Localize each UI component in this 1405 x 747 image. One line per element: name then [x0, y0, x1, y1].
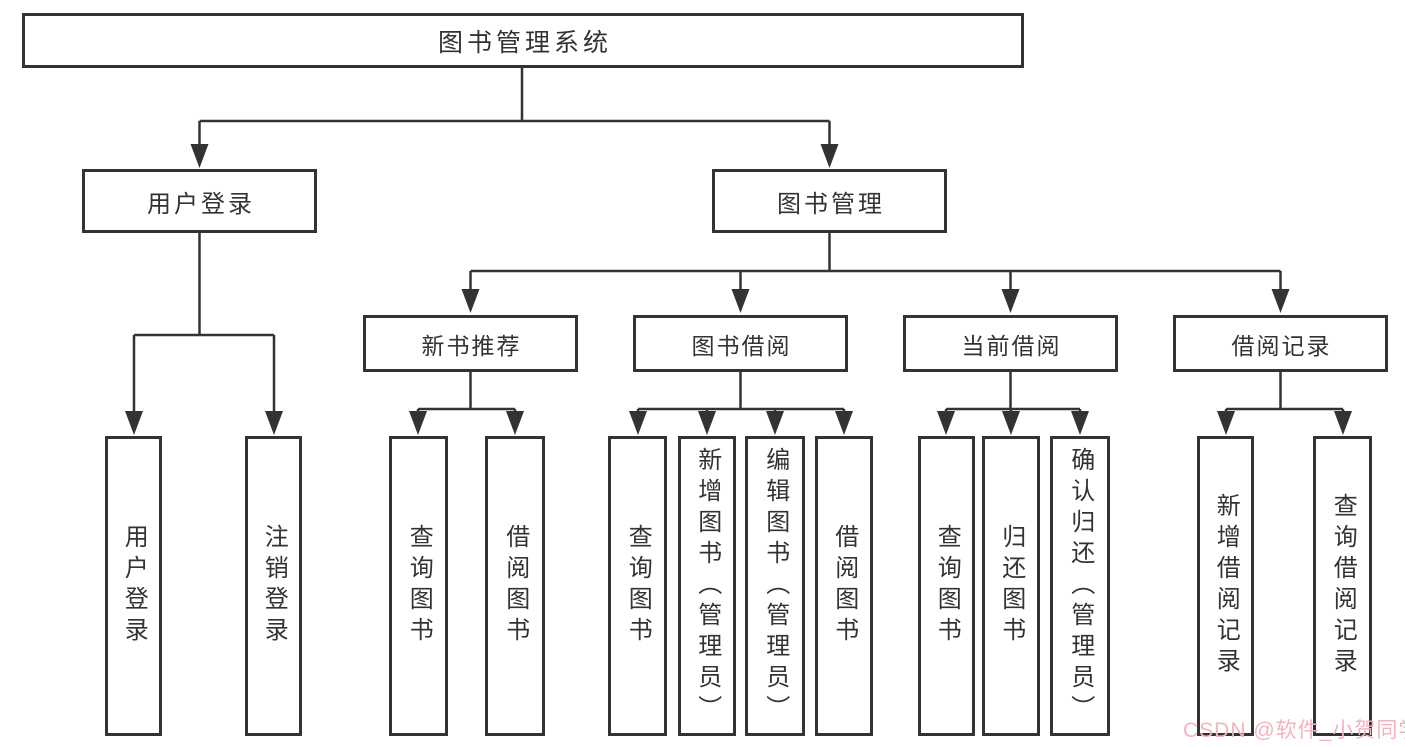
leaf-borrow-books-borrowing: 借阅图书: [815, 436, 873, 736]
leaf-user-login-label: 用户登录: [120, 524, 148, 648]
leaf-edit-book-admin: 编辑图书（管理员）: [745, 436, 805, 736]
leaf-return-books: 归还图书: [982, 436, 1040, 736]
node-book-management-label: 图书管理: [777, 190, 885, 218]
leaf-add-borrow-record: 新增借阅记录: [1197, 436, 1254, 736]
leaf-borrow-books-borrowing-label: 借阅图书: [830, 524, 858, 648]
node-borrowing-records: 借阅记录: [1173, 315, 1388, 372]
node-book-management: 图书管理: [712, 169, 947, 233]
leaf-confirm-return-admin-label: 确认归还（管理员）: [1066, 446, 1094, 726]
leaf-add-book-admin: 新增图书（管理员）: [678, 436, 736, 736]
leaf-query-books-borrowing-label: 查询图书: [624, 524, 652, 648]
leaf-query-borrow-record-label: 查询借阅记录: [1329, 493, 1357, 679]
leaf-add-book-admin-label: 新增图书（管理员）: [693, 446, 721, 726]
leaf-user-login: 用户登录: [105, 436, 162, 736]
node-borrowing-records-label: 借阅记录: [1231, 332, 1332, 359]
arrowheads: [125, 144, 1352, 435]
leaf-query-books-recommend-label: 查询图书: [405, 524, 433, 648]
node-user-login: 用户登录: [82, 169, 317, 233]
leaf-add-borrow-record-label: 新增借阅记录: [1212, 493, 1240, 679]
leaf-logout-login-label: 注销登录: [260, 524, 288, 648]
node-new-book-recommendation-label: 新书推荐: [421, 332, 522, 359]
leaf-query-books-borrowing: 查询图书: [608, 436, 667, 736]
node-user-login-label: 用户登录: [147, 190, 255, 218]
leaf-query-books-current: 查询图书: [918, 436, 975, 736]
leaf-query-borrow-record: 查询借阅记录: [1313, 436, 1372, 736]
node-book-borrowing: 图书借阅: [633, 315, 848, 372]
node-book-borrowing-label: 图书借阅: [691, 332, 792, 359]
node-library-system: 图书管理系统: [22, 13, 1024, 68]
leaf-query-books-current-label: 查询图书: [933, 524, 961, 648]
node-library-system-label: 图书管理系统: [437, 28, 612, 57]
leaf-borrow-books-recommend-label: 借阅图书: [501, 524, 529, 648]
leaf-confirm-return-admin: 确认归还（管理员）: [1050, 436, 1110, 736]
watermark-text: CSDN @软件_小贺同学: [1183, 719, 1405, 742]
tree-edges: [132, 68, 1345, 419]
node-current-borrowing-label: 当前借阅: [961, 332, 1062, 359]
leaf-edit-book-admin-label: 编辑图书（管理员）: [761, 446, 789, 726]
leaf-query-books-recommend: 查询图书: [389, 436, 448, 736]
node-new-book-recommendation: 新书推荐: [363, 315, 578, 372]
node-current-borrowing: 当前借阅: [903, 315, 1118, 372]
leaf-logout-login: 注销登录: [245, 436, 302, 736]
leaf-borrow-books-recommend: 借阅图书: [485, 436, 545, 736]
leaf-return-books-label: 归还图书: [997, 524, 1025, 648]
